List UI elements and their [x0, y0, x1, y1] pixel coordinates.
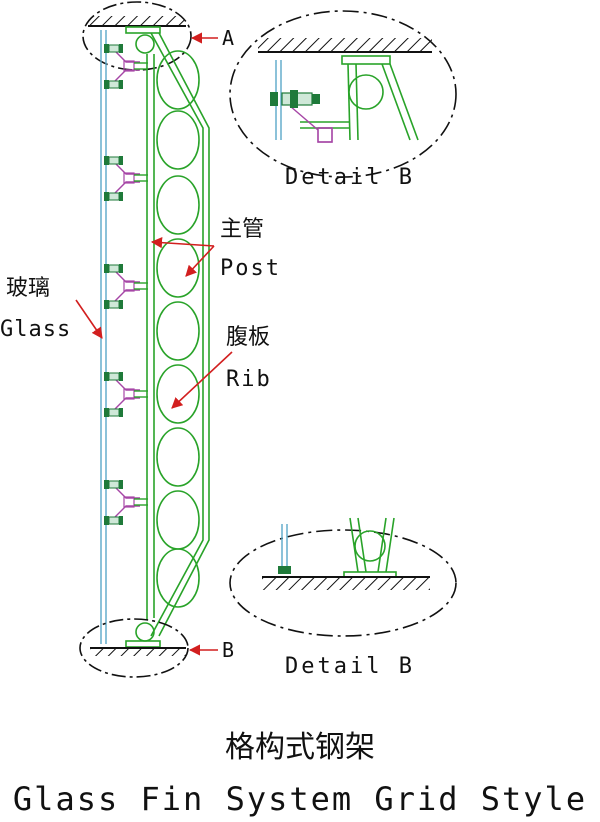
detail-top-bracket-box	[317, 127, 333, 143]
detail-top: Detail B	[229, 10, 457, 190]
detail-top-hatch	[258, 38, 432, 52]
spider-fitting	[104, 264, 148, 309]
rib-oval	[156, 50, 200, 110]
rib-ovals	[156, 50, 200, 608]
detail-bottom-label: Detail B	[285, 654, 415, 679]
rib-oval	[156, 490, 200, 550]
rib-label-en: Rib	[226, 367, 272, 392]
floor-hatch	[90, 648, 186, 656]
callout-ellipse-top	[82, 1, 192, 71]
top-pivot	[135, 34, 155, 54]
steel-post-frame	[125, 26, 210, 648]
detail-bottom-post-2	[357, 517, 367, 573]
callout-ellipse-bottom	[79, 618, 189, 678]
post-outer-right	[158, 32, 210, 637]
bottom-mount-plate	[125, 640, 161, 648]
glass-label-cn: 玻璃	[6, 276, 50, 301]
detail-bottom-post-1	[349, 517, 359, 573]
spider-fitting	[104, 372, 148, 417]
floor-callout-b	[79, 618, 189, 678]
title-chinese: 格构式钢架	[225, 730, 375, 765]
detail-top-post-4	[389, 63, 419, 141]
rib-oval	[156, 427, 200, 487]
title-english: Glass Fin System Grid Style	[13, 780, 587, 817]
spider-fitting	[104, 480, 148, 525]
detail-bottom-post-3	[377, 517, 387, 573]
detail-top-fitting	[270, 90, 320, 108]
ref-a-leader: A	[190, 26, 234, 50]
post-label-cn: 主管	[220, 217, 264, 242]
spider-fitting	[104, 156, 148, 201]
detail-bottom-post-4	[385, 517, 395, 573]
detail-bottom-ellipse	[229, 529, 457, 637]
detail-top-post-2	[355, 63, 359, 141]
post-leader-1	[150, 237, 215, 249]
rib-oval	[156, 301, 200, 361]
spider-fittings	[104, 44, 148, 525]
detail-bottom-shoe	[278, 566, 291, 574]
post-annotation: 主管 Post	[150, 217, 281, 281]
rib-oval	[156, 548, 200, 608]
rib-oval	[156, 238, 200, 298]
ref-b-leader: B	[188, 638, 234, 662]
post-label-en: Post	[220, 256, 281, 281]
bottom-pivot	[135, 622, 155, 642]
ref-label-b: B	[222, 638, 234, 662]
ref-label-a: A	[222, 26, 234, 50]
rib-oval	[156, 175, 200, 235]
rib-oval	[156, 364, 200, 424]
post-outer-left	[150, 32, 204, 637]
ceiling-hatch	[88, 16, 184, 25]
detail-top-bracket	[289, 105, 333, 143]
glass-leader	[75, 299, 103, 339]
detail-top-pivot	[348, 74, 384, 110]
spider-fitting	[104, 44, 148, 89]
detail-top-post-3	[381, 63, 411, 141]
top-mount-plate	[125, 26, 161, 34]
glass-annotation: 玻璃 Glass	[0, 276, 103, 342]
detail-top-label: Detail B	[285, 165, 415, 190]
detail-top-plate	[341, 55, 391, 65]
rib-leader	[171, 351, 233, 409]
rib-annotation: 腹板 Rib	[171, 325, 272, 409]
detail-top-ellipse	[229, 10, 457, 178]
detail-bottom: Detail B	[229, 517, 457, 679]
ceiling-callout-a	[82, 1, 192, 71]
detail-bottom-pivot	[354, 530, 386, 562]
glass-label-en: Glass	[0, 317, 71, 342]
rib-label-cn: 腹板	[226, 325, 270, 350]
rib-oval	[156, 110, 200, 170]
detail-bottom-hatch	[262, 577, 430, 590]
post-leader-2	[185, 245, 215, 277]
